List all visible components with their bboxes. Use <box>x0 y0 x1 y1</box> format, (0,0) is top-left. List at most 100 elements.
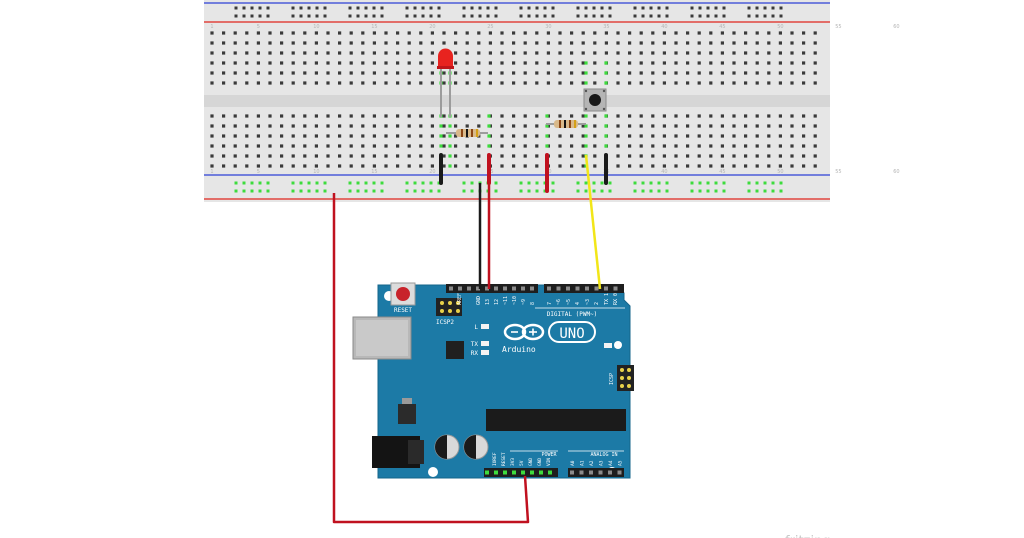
breadboard-hole <box>570 61 574 65</box>
breadboard-hole <box>291 114 295 118</box>
breadboard-hole <box>593 114 597 118</box>
rail-hole-connected <box>714 181 718 185</box>
breadboard-hole <box>535 51 539 55</box>
breadboard-hole <box>465 144 469 148</box>
breadboard-hole <box>256 51 260 55</box>
header-hole <box>503 470 507 475</box>
bottom-header-holes <box>485 470 622 475</box>
breadboard-hole <box>662 31 666 35</box>
rail-hole <box>299 6 303 10</box>
analog-pin-label: A2 <box>589 460 595 466</box>
header-hole <box>467 286 471 291</box>
breadboard-hole <box>488 31 492 35</box>
breadboard-hole <box>465 31 469 35</box>
breadboard-hole <box>349 114 353 118</box>
breadboard-hole <box>651 41 655 45</box>
breadboard-hole <box>326 154 330 158</box>
breadboard-hole <box>384 31 388 35</box>
rail-hole-connected <box>494 189 498 193</box>
power-pin-label: IOREF <box>492 452 498 466</box>
breadboard-hole <box>384 154 388 158</box>
breadboard-hole <box>384 134 388 138</box>
breadboard-hole-connected <box>604 71 608 75</box>
led-body <box>438 48 453 68</box>
breadboard-hole <box>767 154 771 158</box>
breadboard-hole-connected <box>487 114 491 118</box>
breadboard-hole <box>372 71 376 75</box>
breadboard-hole <box>245 51 249 55</box>
breadboard-hole <box>744 81 748 85</box>
breadboard-hole <box>744 41 748 45</box>
power-pin-label: RESET <box>501 452 507 466</box>
breadboard-hole <box>233 154 237 158</box>
breadboard-hole <box>813 61 817 65</box>
breadboard-hole <box>291 124 295 128</box>
breadboard-hole <box>558 144 562 148</box>
breadboard-hole <box>570 41 574 45</box>
breadboard-hole <box>222 41 226 45</box>
breadboard-hole <box>802 164 806 168</box>
breadboard-hole <box>512 31 516 35</box>
breadboard-hole <box>778 71 782 75</box>
breadboard-hole <box>233 41 237 45</box>
digital-pin-label: 2 <box>594 302 600 305</box>
rail-hole-connected <box>266 181 270 185</box>
breadboard-hole <box>639 124 643 128</box>
breadboard-hole <box>639 41 643 45</box>
breadboard-hole <box>581 154 585 158</box>
breadboard-hole <box>245 114 249 118</box>
breadboard-hole <box>651 164 655 168</box>
breadboard-hole <box>384 164 388 168</box>
breadboard-hole <box>512 164 516 168</box>
breadboard-hole <box>314 124 318 128</box>
breadboard-hole <box>662 124 666 128</box>
breadboard-hole <box>697 114 701 118</box>
breadboard-hole <box>384 61 388 65</box>
breadboard-hole <box>430 61 434 65</box>
breadboard-hole <box>407 134 411 138</box>
rail-hole-connected <box>234 189 238 193</box>
breadboard-hole <box>326 144 330 148</box>
breadboard-hole <box>233 61 237 65</box>
header-hole <box>503 286 507 291</box>
breadboard-hole <box>338 164 342 168</box>
rail-hole-connected <box>771 181 775 185</box>
breadboard-hole <box>732 81 736 85</box>
breadboard-hole <box>256 144 260 148</box>
breadboard-hole <box>430 41 434 45</box>
rail-hole <box>665 14 669 18</box>
breadboard-hole <box>697 124 701 128</box>
breadboard-hole <box>558 81 562 85</box>
breadboard-hole <box>372 164 376 168</box>
breadboard-hole <box>581 51 585 55</box>
l-led <box>481 324 489 329</box>
breadboard-hole <box>744 71 748 75</box>
icsp2-label: ICSP2 <box>436 319 454 326</box>
rail-hole <box>470 14 474 18</box>
rail-hole <box>258 14 262 18</box>
rail-hole <box>405 6 409 10</box>
analog-pin-label: A0 <box>570 460 576 466</box>
rail-hole-connected <box>242 189 246 193</box>
breadboard-hole <box>303 51 307 55</box>
breadboard-hole <box>523 31 527 35</box>
breadboard-hole <box>314 51 318 55</box>
breadboard-hole <box>454 51 458 55</box>
breadboard-hole <box>558 114 562 118</box>
breadboard-hole <box>523 61 527 65</box>
rail-hole-connected <box>706 181 710 185</box>
breadboard-hole <box>454 41 458 45</box>
breadboard-hole <box>210 124 214 128</box>
breadboard-hole <box>767 124 771 128</box>
breadboard-hole <box>500 41 504 45</box>
icsp-label: ICSP <box>609 373 615 385</box>
breadboard-hole <box>581 61 585 65</box>
l-label: L <box>474 324 478 331</box>
digital-pin-label: GND <box>476 296 482 305</box>
breadboard-hole <box>326 71 330 75</box>
rail-hole-connected <box>462 189 466 193</box>
analog-pin-label: A5 <box>618 460 624 466</box>
breadboard-hole <box>651 114 655 118</box>
breadboard-hole <box>523 41 527 45</box>
